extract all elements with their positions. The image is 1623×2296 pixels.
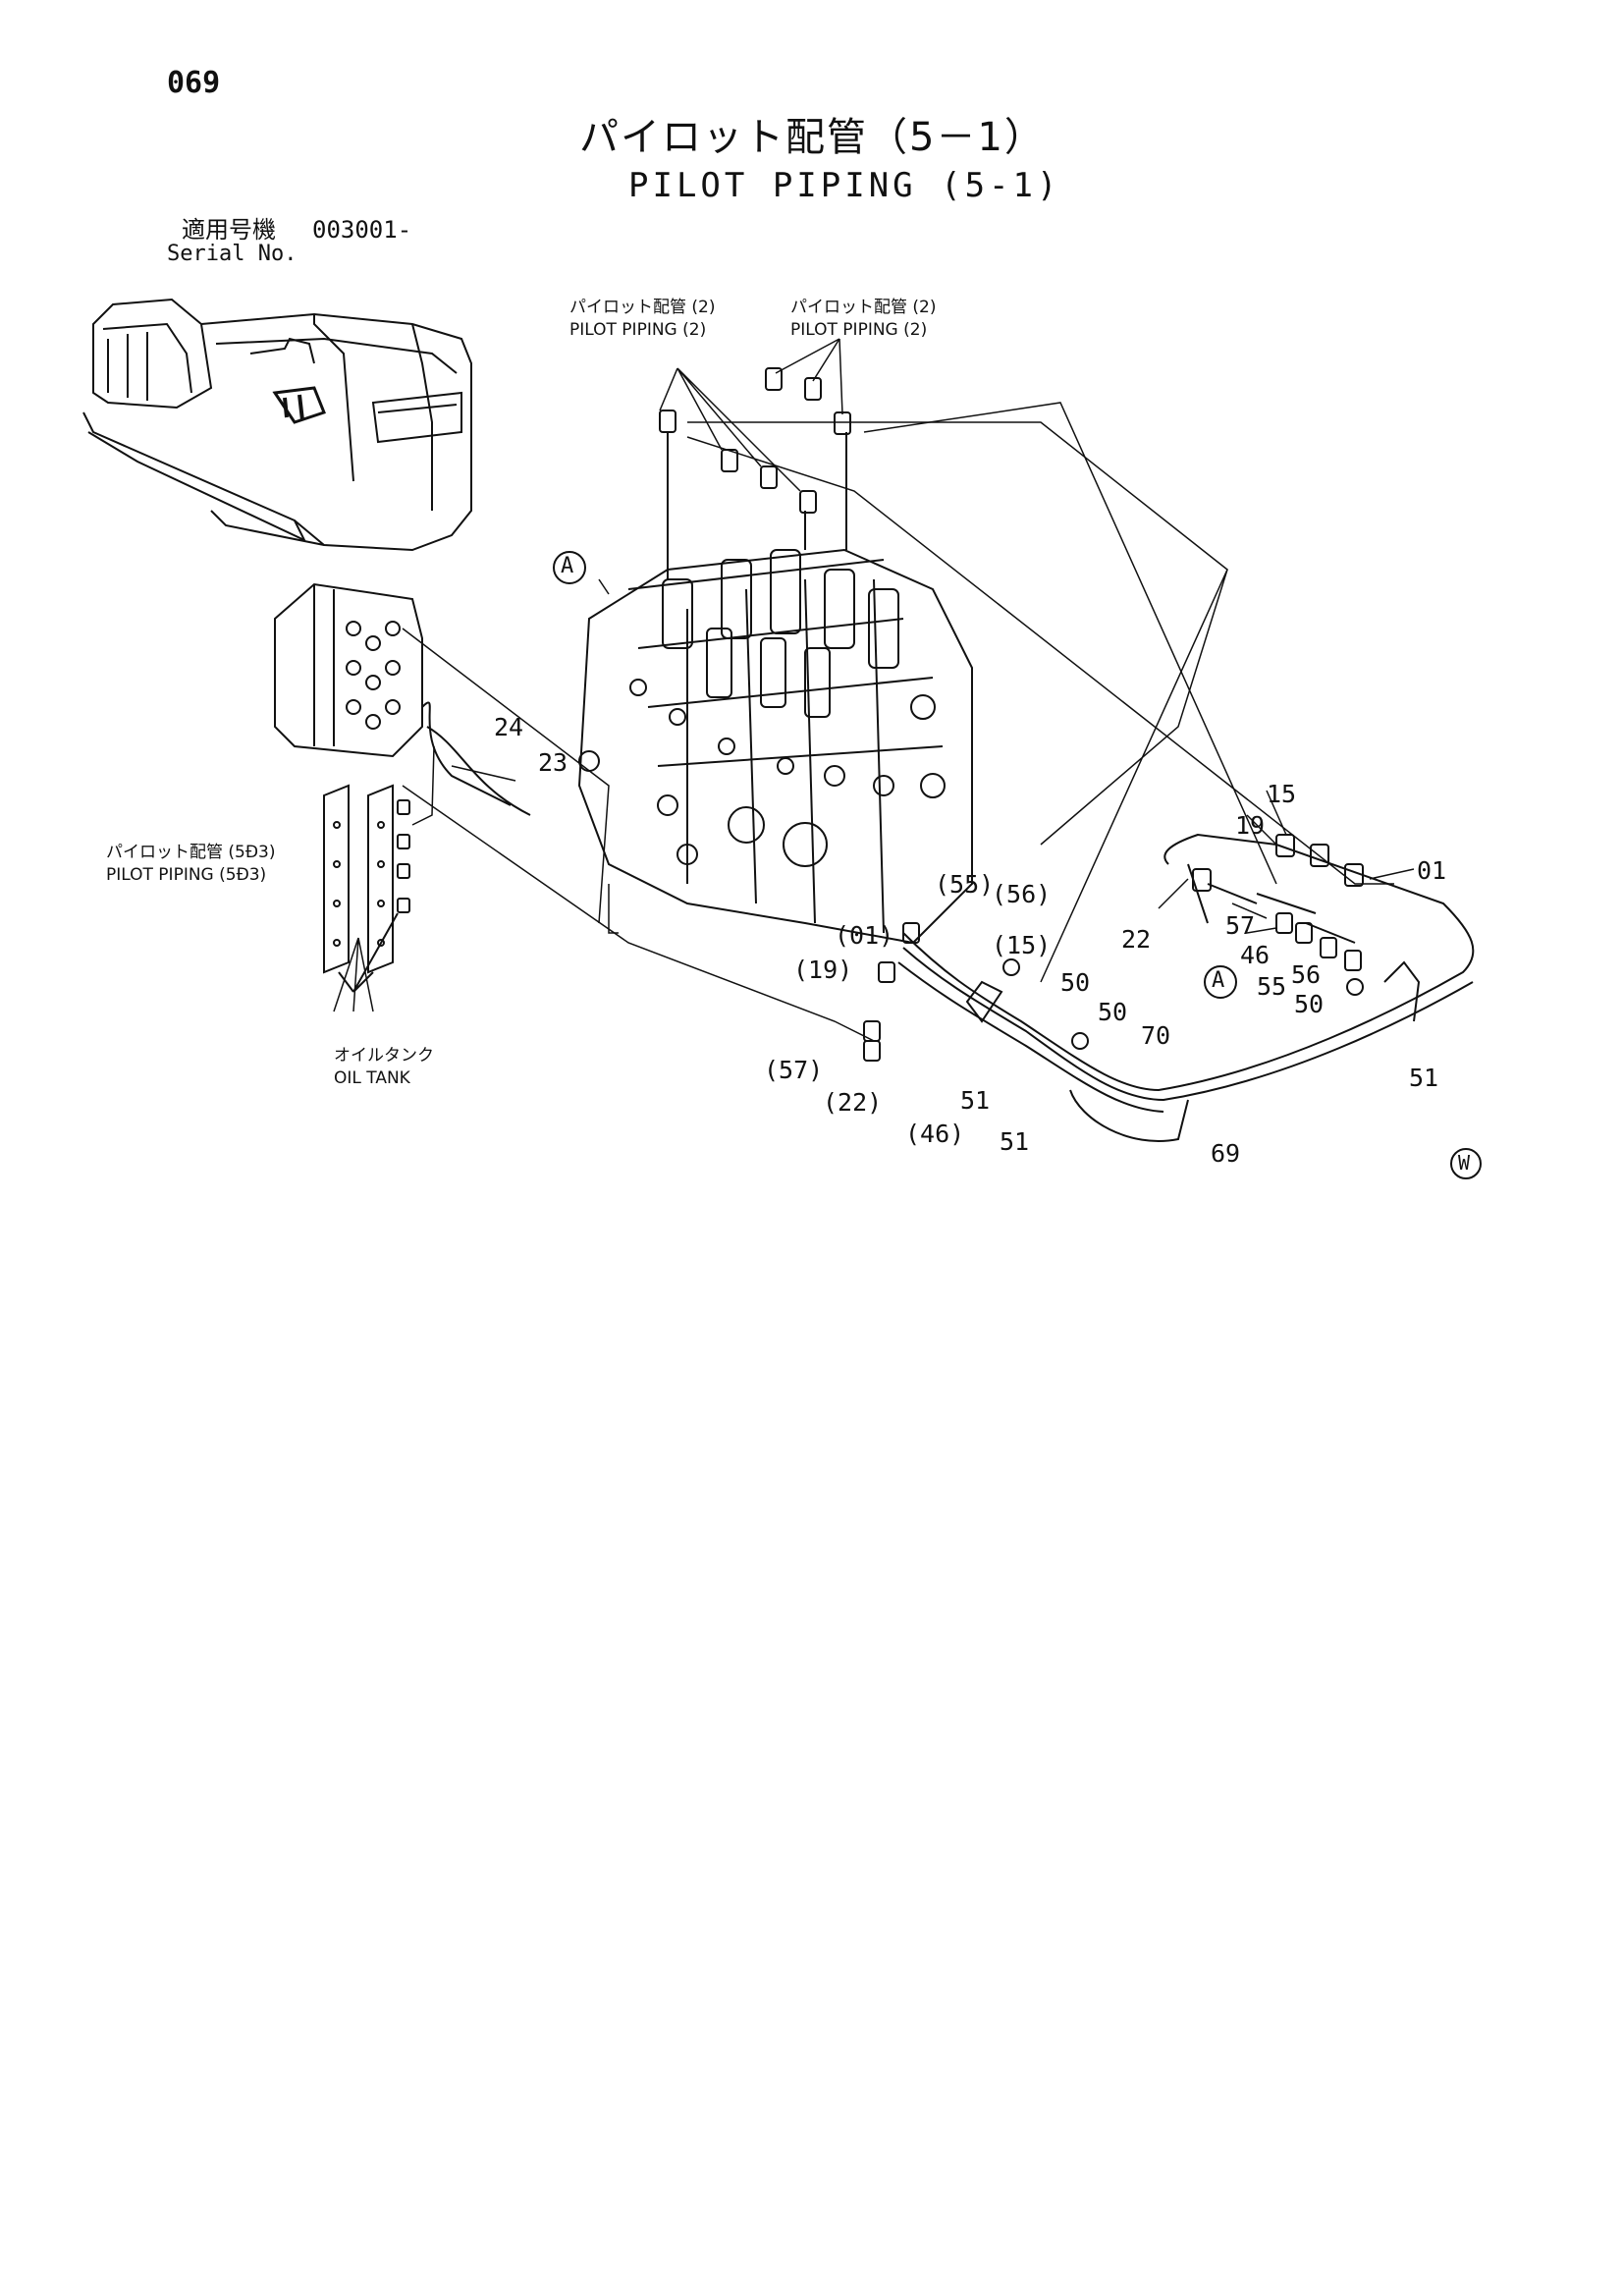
part-label-50-b: 50 <box>1098 998 1128 1026</box>
marker-a-lower: A <box>1212 968 1225 993</box>
part-label-55: 55 <box>1257 972 1287 1001</box>
callout-pilot-piping-2-right-jp: パイロット配管 (2) <box>790 298 937 317</box>
part-label-24: 24 <box>494 713 524 741</box>
part-label-57-paren: (57) <box>764 1056 824 1084</box>
marker-a-circle-upper <box>553 551 586 584</box>
part-label-22-paren: (22) <box>823 1088 883 1117</box>
excavator-thumbnail-drawing <box>82 298 472 552</box>
part-label-51-a: 51 <box>960 1086 991 1115</box>
callout-pilot-piping-2-left-en: PILOT PIPING (2) <box>569 320 707 340</box>
part-label-22: 22 <box>1121 925 1152 954</box>
part-label-15: 15 <box>1267 780 1297 808</box>
control-valve-drawing <box>577 548 973 945</box>
part-label-19-paren: (19) <box>793 956 853 984</box>
part-label-56: 56 <box>1291 960 1322 989</box>
serial-label-japanese: 適用号機 <box>182 216 276 244</box>
marker-w: W <box>1458 1151 1471 1175</box>
callout-pilot-piping-5d3-jp: パイロット配管 (5Ð3) <box>106 843 276 862</box>
part-label-15-paren: (15) <box>992 931 1052 959</box>
marker-w-circle <box>1450 1148 1482 1179</box>
part-label-50-a: 50 <box>1060 968 1091 997</box>
part-label-46-paren: (46) <box>905 1120 965 1148</box>
part-label-70: 70 <box>1141 1021 1171 1050</box>
part-label-46: 46 <box>1240 941 1271 969</box>
leader-lines <box>402 402 1394 1042</box>
part-label-51-b: 51 <box>1000 1127 1030 1156</box>
part-label-57: 57 <box>1225 911 1256 940</box>
part-label-55-paren: (55) <box>935 870 995 899</box>
part-label-50-c: 50 <box>1294 990 1325 1018</box>
callout-oil-tank-jp: オイルタンク <box>334 1046 434 1066</box>
callout-leaders <box>333 338 1415 1012</box>
callout-pilot-piping-5d3-en: PILOT PIPING (5Ð3) <box>106 865 267 885</box>
part-label-23: 23 <box>538 748 568 777</box>
title-english: PILOT PIPING (5-1) <box>628 166 1061 205</box>
marker-a-circle-lower <box>1204 965 1237 999</box>
part-label-01: 01 <box>1417 856 1447 885</box>
pilot-manifold-drawing <box>274 582 531 816</box>
part-label-69: 69 <box>1211 1139 1241 1168</box>
part-label-51-c: 51 <box>1409 1064 1439 1092</box>
part-label-56-paren: (56) <box>992 880 1052 908</box>
oil-tank-brackets-drawing <box>323 784 410 993</box>
serial-number-value: 003001- <box>312 216 412 244</box>
callout-pilot-piping-2-left-jp: パイロット配管 (2) <box>569 298 716 317</box>
callout-oil-tank-en: OIL TANK <box>334 1068 410 1088</box>
part-label-01-paren: (01) <box>835 921 894 950</box>
title-japanese: パイロット配管（5－1） <box>579 115 1046 160</box>
part-label-19: 19 <box>1235 811 1266 840</box>
callout-pilot-piping-2-right-en: PILOT PIPING (2) <box>790 320 928 340</box>
hose-bundle-drawing <box>863 833 1475 1142</box>
upper-fittings <box>659 367 851 579</box>
page-number: 069 <box>167 66 221 100</box>
marker-a-upper: A <box>561 554 574 578</box>
serial-label-english: Serial No. <box>167 242 298 266</box>
